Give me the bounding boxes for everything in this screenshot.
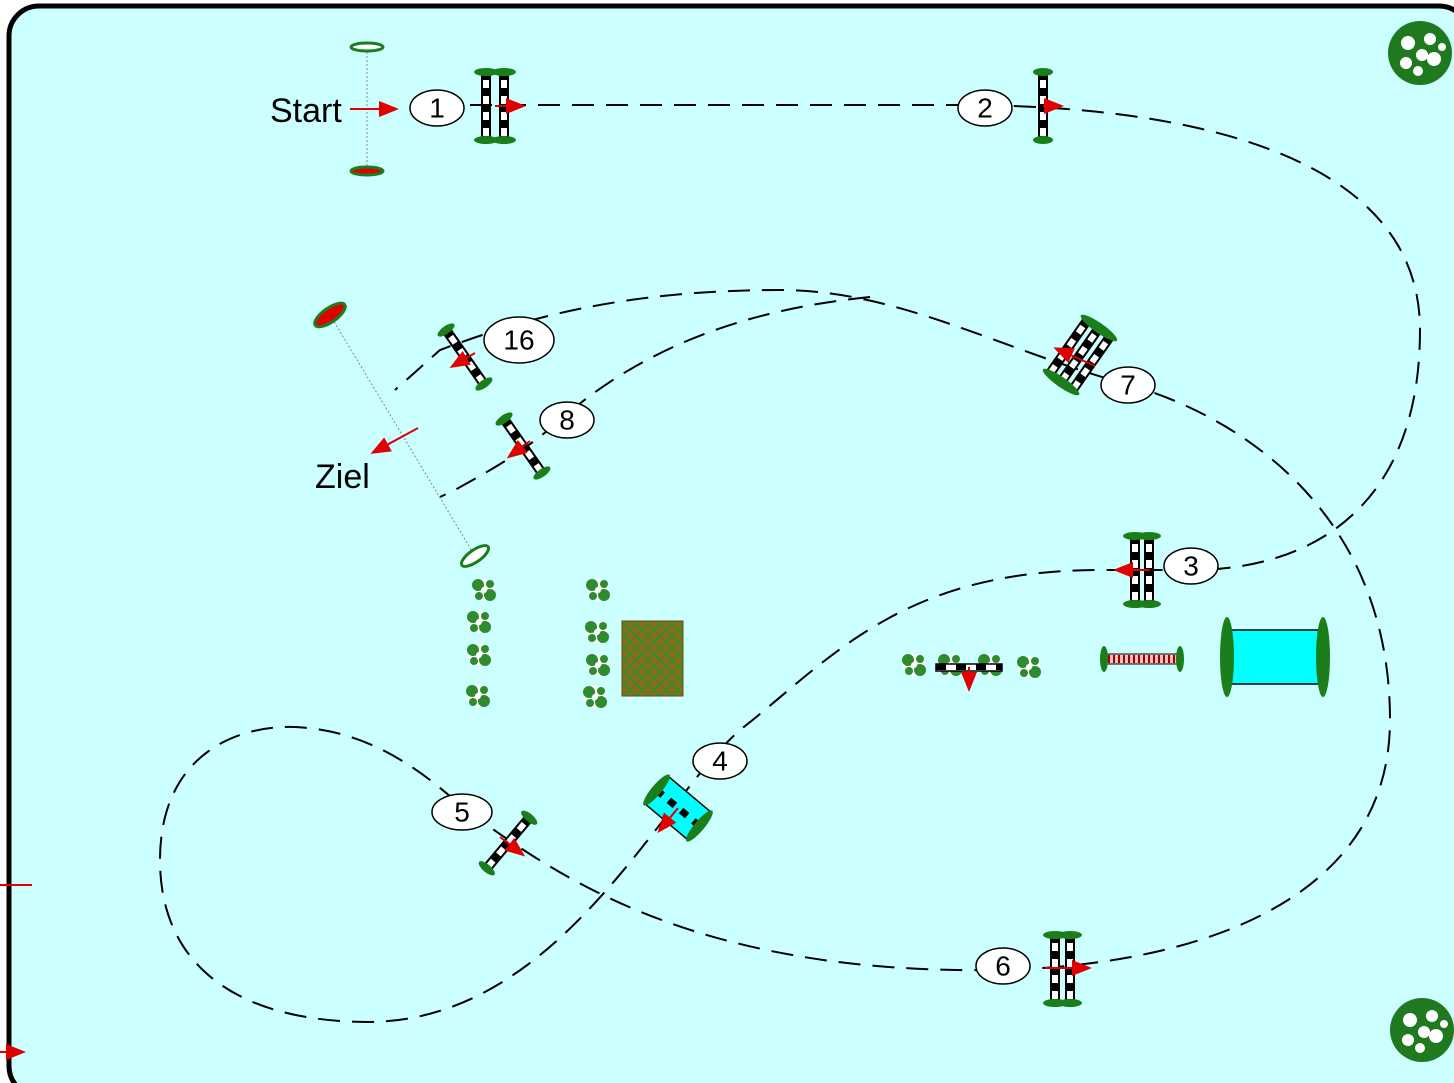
finish-line	[313, 301, 491, 568]
obstacle-number-2: 2	[957, 89, 1013, 127]
pole-rack	[1100, 646, 1184, 672]
start-line	[349, 41, 399, 177]
svg-text:5: 5	[454, 797, 470, 828]
obstacle-number-3: 3	[1163, 547, 1219, 585]
obstacle-number-6: 6	[975, 947, 1031, 985]
route-path	[158, 104, 1422, 1024]
entrance-marker	[0, 884, 32, 1060]
flower-box-jump	[902, 654, 1041, 692]
svg-text:1: 1	[429, 93, 445, 124]
obstacle-1	[474, 68, 526, 144]
obstacle-number-7: 7	[1100, 366, 1156, 404]
arena	[6, 3, 1454, 1083]
svg-text:8: 8	[559, 405, 575, 436]
obstacle-number-4: 4	[692, 742, 748, 780]
svg-text:16: 16	[503, 325, 534, 356]
obstacle-2	[1033, 68, 1064, 144]
obstacle-3	[1113, 532, 1161, 608]
svg-text:3: 3	[1183, 551, 1199, 582]
finish-label: Ziel	[315, 458, 370, 496]
svg-text:7: 7	[1120, 370, 1136, 401]
water-ditch	[1220, 617, 1330, 697]
obstacle-number-1: 1	[409, 89, 465, 127]
obstacle-number-16: 16	[483, 316, 555, 364]
hedge-wall	[621, 620, 684, 697]
start-label: Start	[270, 92, 342, 130]
flower-bush-icon	[1390, 998, 1454, 1062]
svg-text:4: 4	[712, 746, 728, 777]
flower-bush-icon	[1388, 21, 1452, 85]
svg-text:6: 6	[995, 951, 1011, 982]
obstacle-number-5: 5	[431, 793, 493, 831]
obstacle-number-8: 8	[539, 401, 595, 439]
route-path-8	[439, 296, 871, 498]
obstacle-6	[1043, 931, 1092, 1007]
svg-text:2: 2	[977, 93, 993, 124]
